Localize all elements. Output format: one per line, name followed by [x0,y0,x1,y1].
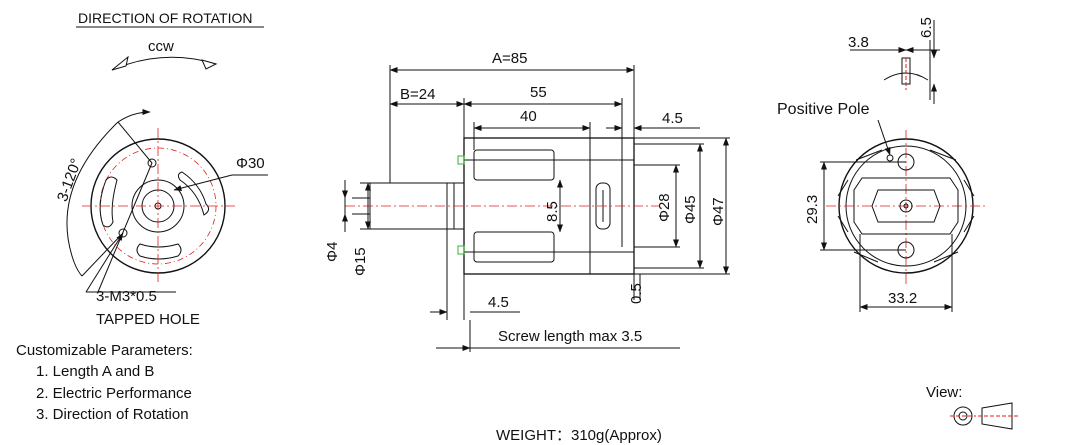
dim-40: 40 [520,108,537,125]
dim-3-8: 3.8 [848,34,869,51]
direction-section [76,26,264,71]
rear-view [820,20,986,312]
params-heading: Customizable Parameters: [16,342,193,359]
params-item-1: 1. Length A and B [36,363,155,380]
hole-label: 3-M3*0.5 [96,288,157,305]
dim-8-5: 8.5 [544,201,561,222]
dim-B: B=24 [400,86,436,103]
rotation-direction-label: ccw [148,38,174,55]
dim-d4: Φ4 [324,241,341,262]
dim-d15: Φ15 [352,247,369,276]
dim-d28: Φ28 [656,193,673,222]
weight-label: WEIGHT：310g(Approx) [496,427,662,444]
dim-33-2: 33.2 [888,290,918,307]
dim-6-5: 6.5 [918,17,935,38]
params-item-3: 3. Direction of Rotation [36,406,189,423]
front-diameter-label: Φ30 [236,155,265,172]
dim-0-5: 0.5 [628,283,645,304]
dim-4-5-top: 4.5 [662,110,683,127]
params-item-2: 2. Electric Performance [36,385,192,402]
side-view [342,65,730,352]
dim-d47: Φ47 [710,197,727,226]
positive-pole-label: Positive Pole [777,101,870,118]
dim-4-5-bottom: 4.5 [488,294,509,311]
hole-sublabel: TAPPED HOLE [96,311,200,328]
dim-d45: Φ45 [682,195,699,224]
view-symbol [950,402,1020,430]
dim-29-3: 29.3 [804,194,821,224]
screw-note: Screw length max 3.5 [498,328,643,345]
front-view [66,109,268,293]
direction-title: DIRECTION OF ROTATION [78,10,253,26]
view-label: View: [926,384,963,401]
dim-55: 55 [530,84,547,101]
dim-A: A=85 [492,50,528,67]
